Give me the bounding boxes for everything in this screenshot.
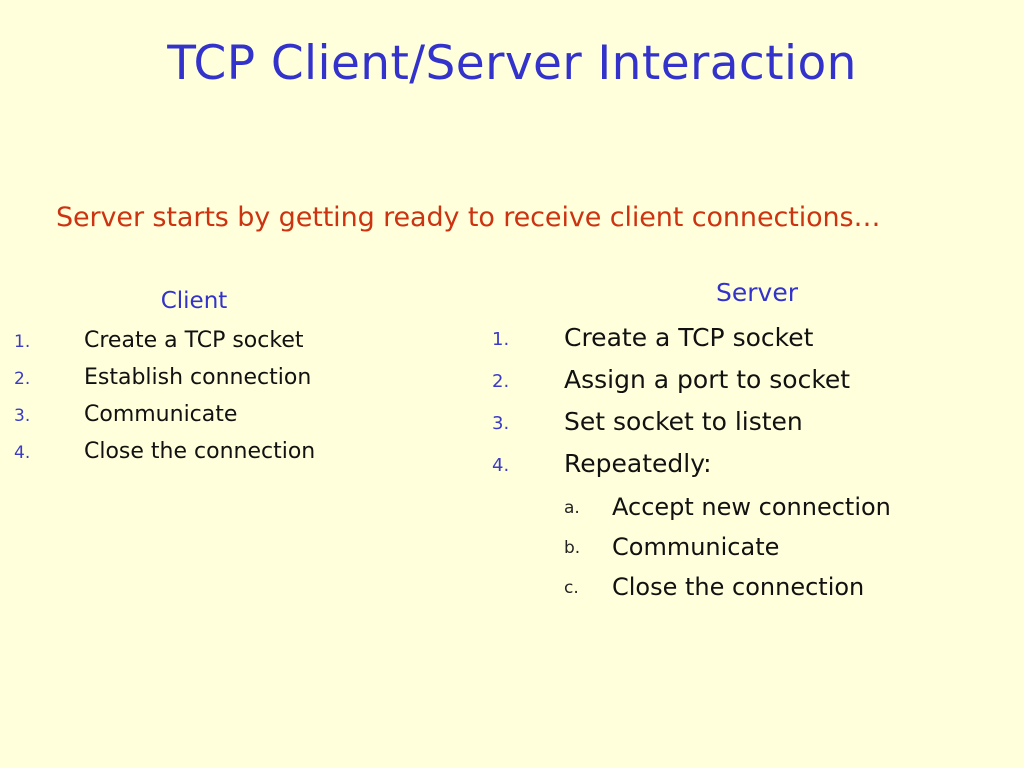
list-marker: 2. — [14, 369, 31, 389]
list-item-label: Create a TCP socket — [564, 323, 814, 352]
list-marker: c. — [564, 578, 579, 598]
list-marker: 3. — [492, 413, 510, 434]
server-substep-list: a. Accept new connection b. Communicate … — [492, 493, 962, 613]
list-marker: 3. — [14, 406, 31, 426]
list-item-label: Establish connection — [84, 365, 312, 390]
list-marker: b. — [564, 538, 581, 558]
list-item-label: Accept new connection — [612, 493, 891, 521]
list-marker: 1. — [14, 332, 31, 352]
list-item: 2. Assign a port to socket — [492, 365, 962, 407]
list-item-label: Set socket to listen — [564, 407, 803, 436]
slide-subtitle: Server starts by getting ready to receiv… — [56, 202, 881, 233]
list-marker: a. — [564, 498, 580, 518]
list-item: a. Accept new connection — [564, 493, 962, 533]
server-column: Server 1. Create a TCP socket 2. Assign … — [492, 278, 962, 613]
list-item: c. Close the connection — [564, 573, 962, 613]
client-column-heading: Client — [160, 288, 228, 314]
page-title: TCP Client/Server Interaction — [167, 36, 857, 91]
list-item: 4. Close the connection — [14, 439, 364, 476]
list-item: 3. Set socket to listen — [492, 407, 962, 449]
list-item: 2. Establish connection — [14, 365, 364, 402]
list-marker: 2. — [492, 371, 510, 392]
list-item-label: Assign a port to socket — [564, 365, 851, 394]
list-marker: 1. — [492, 329, 510, 350]
server-column-heading: Server — [716, 278, 798, 307]
list-item-label: Communicate — [84, 402, 238, 427]
list-item-label: Communicate — [612, 533, 780, 561]
list-item-label: Repeatedly: — [564, 449, 712, 478]
client-step-list: 1. Create a TCP socket 2. Establish conn… — [14, 328, 364, 476]
list-marker: 4. — [492, 455, 510, 476]
list-item-label: Create a TCP socket — [84, 328, 304, 353]
list-item: b. Communicate — [564, 533, 962, 573]
list-item: 4. Repeatedly: — [492, 449, 962, 491]
server-step-list: 1. Create a TCP socket 2. Assign a port … — [492, 323, 962, 491]
list-marker: 4. — [14, 443, 31, 463]
list-item: 1. Create a TCP socket — [492, 323, 962, 365]
list-item: 3. Communicate — [14, 402, 364, 439]
client-column: Client 1. Create a TCP socket 2. Establi… — [14, 288, 364, 476]
list-item-label: Close the connection — [84, 439, 316, 464]
list-item-label: Close the connection — [612, 573, 865, 601]
list-item: 1. Create a TCP socket — [14, 328, 364, 365]
